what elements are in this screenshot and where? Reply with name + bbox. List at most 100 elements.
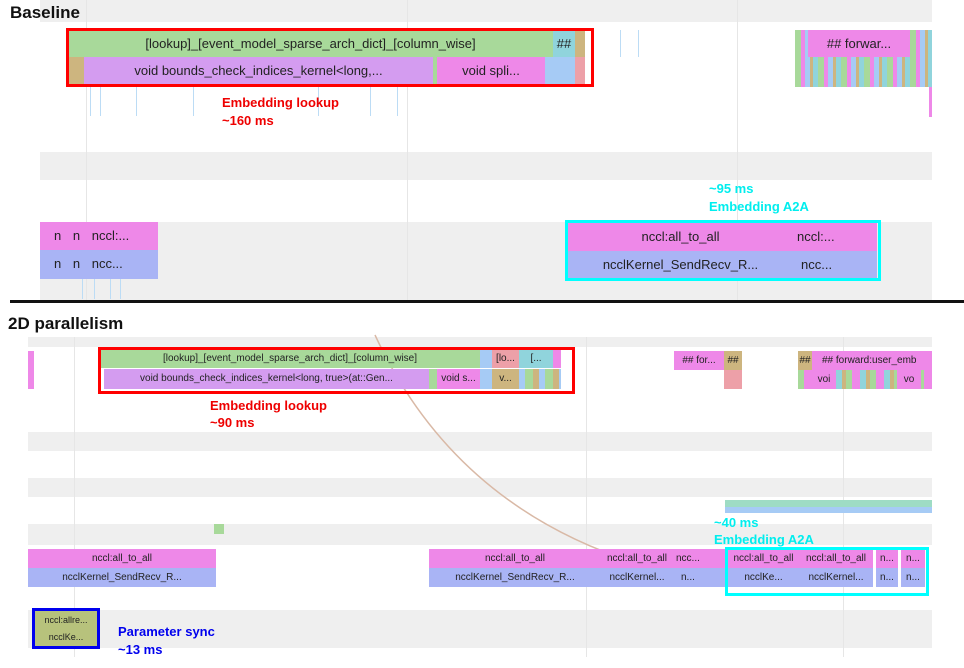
trace-event-sendrecv[interactable]: ncclKernel_SendRecv_R...	[568, 251, 793, 278]
trace-event[interactable]	[575, 57, 585, 85]
trace-event[interactable]	[480, 349, 492, 368]
track-band	[28, 432, 932, 451]
trace-event[interactable]	[433, 57, 437, 85]
annotation-label: Embedding lookup	[222, 95, 339, 110]
tick	[620, 30, 621, 57]
trace-event-nccl[interactable]: n n nccl:...	[40, 222, 158, 250]
trace-event-nccl[interactable]: nccl:...	[793, 223, 877, 251]
track-band	[40, 152, 932, 180]
label: n	[72, 256, 81, 271]
tick	[82, 279, 83, 299]
trace-event[interactable]: vo	[897, 370, 921, 389]
trace-event-allreduce[interactable]: nccl:allre...	[35, 611, 97, 629]
grid-line	[74, 337, 75, 657]
tick	[136, 86, 137, 116]
tick	[397, 86, 398, 116]
trace-event-nccl-kernel[interactable]: n...	[901, 568, 925, 587]
trace-event[interactable]	[725, 500, 932, 507]
trace-event-all-to-all[interactable]: nccl:all_to_all	[28, 549, 216, 568]
trace-event-nccl-kernel[interactable]: n n ncc...	[40, 250, 158, 279]
embedding-lookup-highlight	[98, 347, 575, 394]
tick	[370, 86, 371, 116]
trace-event-nccl[interactable]: n...	[901, 549, 925, 568]
trace-event-kernel[interactable]: void bounds_check_indices_kernel<long, t…	[104, 369, 429, 389]
trace-event-kernel[interactable]: void bounds_check_indices_kernel<long,..…	[84, 57, 433, 85]
grid-line	[407, 0, 408, 300]
trace-event[interactable]: ##	[553, 30, 575, 57]
tick	[318, 86, 319, 116]
trace-event[interactable]	[929, 87, 932, 117]
trace-event-nccl-kernel[interactable]: n...	[673, 568, 725, 587]
trace-event[interactable]	[68, 57, 84, 85]
trace-event[interactable]	[480, 369, 492, 389]
tick	[120, 279, 121, 299]
tick	[90, 86, 91, 116]
trace-event-forward[interactable]: ## forward:user_emb	[812, 351, 932, 370]
grid-line	[86, 0, 87, 300]
trace-event[interactable]	[575, 30, 585, 57]
embedding-lookup-highlight	[66, 28, 594, 87]
trace-event[interactable]	[429, 369, 437, 389]
embedding-a2a-highlight	[565, 220, 881, 281]
trace-event[interactable]	[725, 507, 932, 513]
tick	[638, 30, 639, 57]
trace-event-nccl[interactable]: n...	[876, 549, 898, 568]
trace-event-all-to-all[interactable]: nccl:all_to_all	[799, 549, 873, 568]
grid-line	[586, 337, 587, 657]
annotation-duration: ~160 ms	[222, 113, 274, 128]
trace-event-forward[interactable]: ## for...	[674, 351, 724, 370]
trace-event-nccl-kernel[interactable]: ncc...	[793, 251, 877, 278]
trace-event-nccl-kernel[interactable]: ncclKe...	[35, 629, 97, 646]
trace-event[interactable]: [...	[519, 349, 553, 368]
annotation-duration: ~40 ms	[714, 515, 759, 530]
trace-event-lookup[interactable]: [lookup]_[event_model_sparse_arch_dict]_…	[68, 30, 553, 57]
section-title: 2D parallelism	[8, 314, 124, 333]
trace-event-kernel[interactable]: void spli...	[437, 57, 545, 85]
trace-event-nccl-kernel[interactable]: ncclKernel...	[799, 568, 873, 587]
trace-event-nccl-kernel[interactable]: ncclKernel...	[601, 568, 673, 587]
trace-event[interactable]: ##	[798, 351, 812, 370]
label: nccl:...	[91, 228, 130, 243]
trace-event-all-to-all[interactable]: nccl:all_to_all	[429, 549, 601, 568]
track-band	[28, 478, 932, 497]
trace-event[interactable]: voi	[812, 370, 836, 389]
trace-event-nccl-kernel[interactable]: n...	[876, 568, 898, 587]
trace-event[interactable]	[553, 349, 561, 368]
trace-event-nccl[interactable]: ncc...	[673, 549, 725, 568]
annotation-label: Parameter sync	[118, 624, 215, 639]
section-title: Baseline	[10, 3, 80, 22]
track-band	[28, 610, 932, 648]
label: n	[72, 228, 81, 243]
annotation-duration: ~90 ms	[210, 415, 255, 430]
trace-event-sendrecv[interactable]: ncclKernel_SendRecv_R...	[429, 568, 601, 587]
trace-event-all-to-all[interactable]: nccl:all_to_all	[601, 549, 673, 568]
tick	[100, 86, 101, 116]
parameter-sync-highlight	[32, 608, 100, 649]
trace-event-forward[interactable]: ## forwar...	[808, 30, 910, 57]
trace-event[interactable]: v...	[492, 369, 519, 389]
trace-event[interactable]: ##	[724, 351, 742, 370]
trace-event-cluster[interactable]	[519, 369, 561, 389]
annotation-label: Embedding A2A	[714, 532, 814, 547]
trace-event[interactable]	[28, 351, 34, 389]
track-band	[28, 337, 932, 347]
label: ncc...	[91, 256, 123, 271]
tick	[110, 279, 111, 299]
trace-event-lookup[interactable]: [lookup]_[event_model_sparse_arch_dict]_…	[100, 349, 480, 368]
label: n	[54, 228, 62, 243]
track-band	[28, 524, 932, 545]
section-divider	[10, 300, 964, 303]
trace-event-all-to-all[interactable]: nccl:all_to_all	[728, 549, 799, 568]
trace-event[interactable]	[214, 524, 224, 534]
annotation-duration: ~95 ms	[709, 181, 754, 196]
trace-event[interactable]	[724, 370, 742, 389]
trace-event-sendrecv[interactable]: ncclKernel_SendRecv_R...	[28, 568, 216, 587]
trace-event-kernel[interactable]: void s...	[437, 369, 480, 389]
annotation-label: Embedding lookup	[210, 398, 327, 413]
trace-event[interactable]: [lo...	[492, 349, 519, 368]
trace-event[interactable]	[545, 57, 575, 85]
grid-line	[737, 0, 738, 300]
tick	[193, 86, 194, 116]
trace-event-all-to-all[interactable]: nccl:all_to_all	[568, 223, 793, 251]
trace-event-nccl-kernel[interactable]: ncclKe...	[728, 568, 799, 587]
